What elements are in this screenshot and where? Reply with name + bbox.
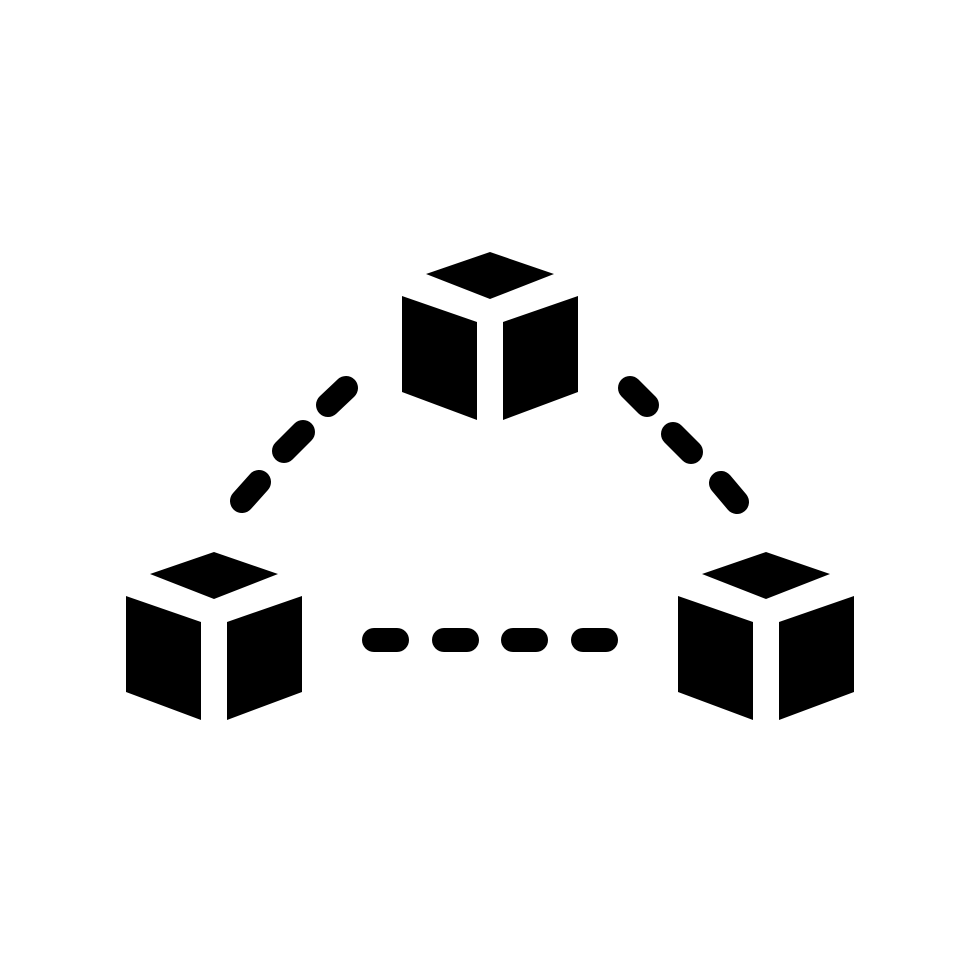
cube-top-icon — [402, 252, 578, 420]
cube-left-face — [126, 596, 201, 720]
cube-right-face — [503, 296, 578, 420]
cube-right-icon — [678, 552, 854, 720]
cube-left-face — [678, 596, 753, 720]
cube-left-icon — [126, 552, 302, 720]
cube-top-face — [702, 552, 830, 599]
dash-segment — [618, 376, 659, 417]
cube-top-face — [150, 552, 278, 599]
dashed-link-top-right — [618, 376, 749, 514]
dash-segment — [661, 422, 703, 464]
cube-top-face — [426, 252, 554, 299]
cube-right-face — [227, 596, 302, 720]
dash-segment — [230, 470, 271, 513]
dash-segment — [272, 420, 315, 463]
cube-left-face — [402, 296, 477, 420]
dash-segment — [709, 471, 749, 514]
dashed-link-top-left — [230, 376, 358, 513]
dash-segment — [316, 376, 358, 417]
cube-right-face — [779, 596, 854, 720]
